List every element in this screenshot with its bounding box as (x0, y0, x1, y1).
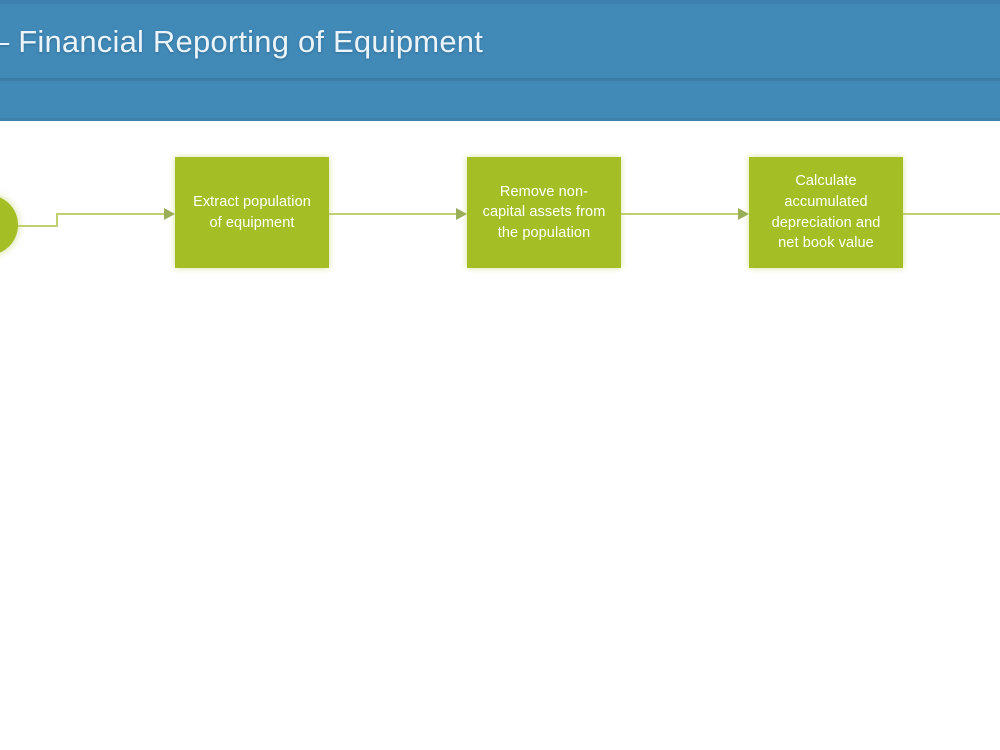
header-subtitle-band (0, 81, 1000, 118)
connector-extract-to-remove (329, 213, 459, 215)
header-bottom-rule (0, 118, 1000, 121)
arrowhead-icon-into-remove (456, 208, 467, 220)
connector-start-to-extract-segment-2 (56, 213, 58, 227)
header-title-band (0, 4, 1000, 78)
connector-calculate-to-offslide (903, 213, 1000, 215)
connector-start-to-extract-segment-3 (56, 213, 167, 215)
slide-title: – Financial Reporting of Equipment (0, 24, 484, 59)
header-divider-rule (0, 78, 1000, 81)
connector-start-to-extract-segment-1 (18, 225, 58, 227)
header-top-rule (0, 0, 1000, 4)
flow-start-terminator[interactable] (0, 195, 18, 255)
arrowhead-icon-into-calculate (738, 208, 749, 220)
arrowhead-icon-into-extract (164, 208, 175, 220)
connector-remove-to-calculate (621, 213, 741, 215)
